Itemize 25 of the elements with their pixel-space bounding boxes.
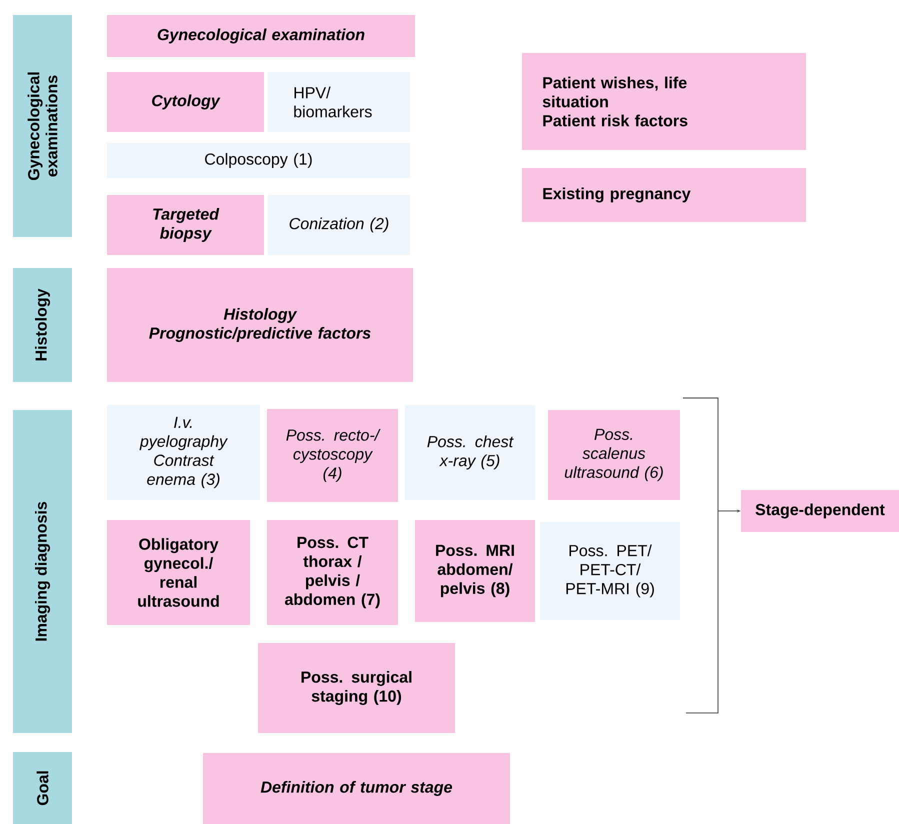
step-box: Poss. MRI abdomen/ pelvis (8) [415, 520, 535, 622]
option-box: Poss. chest x-ray (5) [405, 404, 535, 500]
step-box: Poss. scalenus ultrasound (6) [548, 410, 680, 500]
step-box: Histology Prognostic/predictive factors [107, 268, 413, 382]
step-box: Targeted biopsy [107, 194, 264, 255]
step-box: Poss. recto-/ cystoscopy (4) [267, 408, 398, 502]
step-box: Cytology [107, 72, 264, 132]
option-box: Colposcopy (1) [107, 143, 410, 178]
section-band: Histology [13, 268, 72, 382]
step-box: Existing pregnancy [522, 168, 806, 222]
step-box: Poss. surgical staging (10) [258, 642, 455, 733]
step-box: Stage-dependent [741, 490, 899, 532]
option-box: I.v. pyelography Contrast enema (3) [107, 404, 260, 500]
step-box: Gynecological examination [107, 15, 415, 57]
option-box: Poss. PET/ PET-CT/ PET-MRI (9) [540, 522, 680, 620]
option-box: Conization (2) [268, 194, 410, 255]
section-band: Goal [13, 752, 72, 824]
step-box: Definition of tumor stage [203, 752, 510, 824]
step-box: Patient wishes, life situation Patient risk factors [522, 52, 806, 150]
bracket [682, 398, 718, 714]
section-band: Imaging diagnosis [13, 410, 72, 733]
step-box: Poss. CT thorax / pelvis / abdomen (7) [267, 520, 398, 625]
option-box: HPV/ biomarkers [268, 72, 410, 132]
section-band: Gynecological examinations [13, 15, 72, 237]
step-box: Obligatory gynecol./ renal ultrasound [107, 520, 250, 625]
